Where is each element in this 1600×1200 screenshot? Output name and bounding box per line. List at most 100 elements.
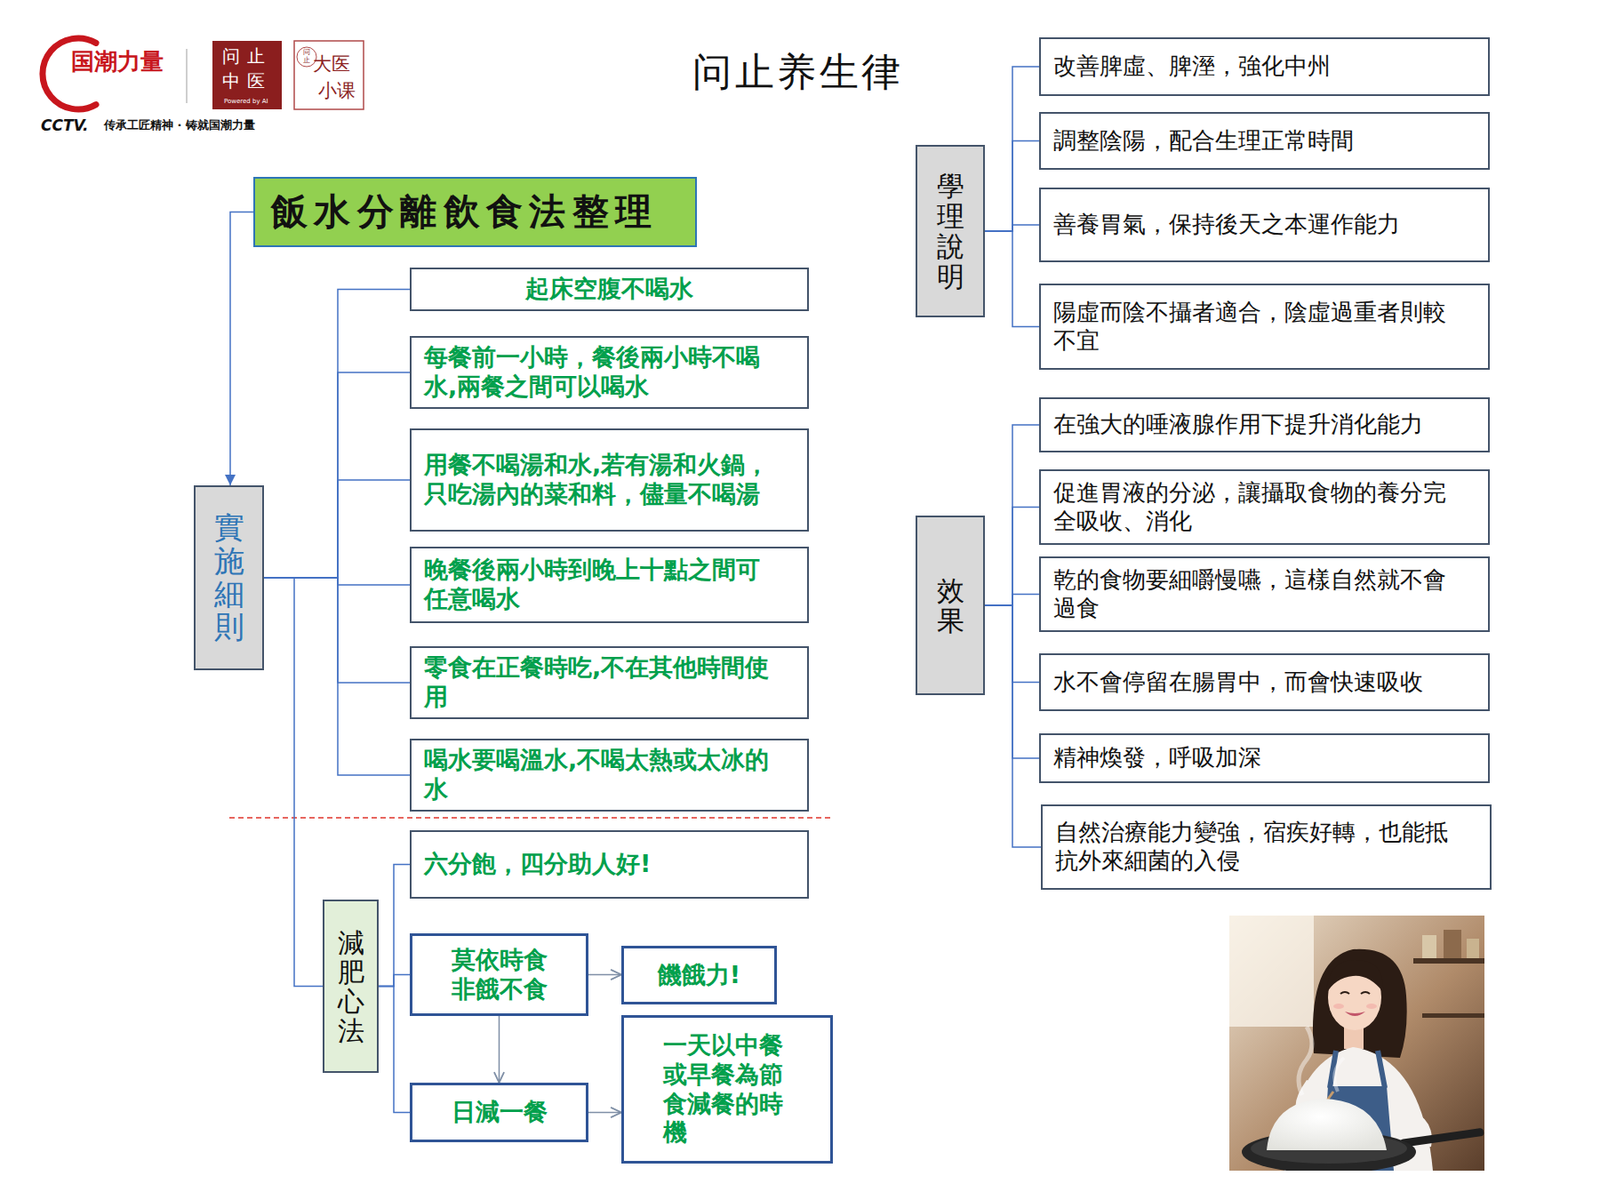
connector xyxy=(984,141,1040,232)
connector xyxy=(264,480,410,578)
photo-hair xyxy=(1312,949,1408,1058)
item-box: 起床空腹不喝水 xyxy=(409,267,809,312)
logo-box xyxy=(294,40,364,110)
logo-text: 中医 xyxy=(222,71,272,92)
node-text: 善養胃氣，保持後天之本運作能力 xyxy=(1053,210,1476,240)
item-box: 饑餓力! xyxy=(621,945,777,1005)
logo-text: 传承工匠精神 · 铸就国潮力量 xyxy=(104,119,256,133)
item-box: 改善脾虛、脾溼，強化中州 xyxy=(1039,37,1490,96)
node-text: 實施細則 xyxy=(214,511,245,645)
item-box: 在強大的唾液腺作用下提升消化能力 xyxy=(1039,397,1490,453)
connector xyxy=(984,594,1040,607)
photo-background xyxy=(1229,915,1485,1171)
connector xyxy=(588,974,622,976)
category-box: 實施細則 xyxy=(193,485,264,671)
node-text: 減肥心法 xyxy=(337,928,365,1046)
node-text: 零食在正餐時吃,不在其他時間使 用 xyxy=(424,653,795,712)
item-box: 用餐不喝湯和水,若有湯和火鍋， 只吃湯內的菜和料，儘量不喝湯 xyxy=(409,428,809,532)
connector xyxy=(264,577,410,683)
node-text: 改善脾虛、脾溼，強化中州 xyxy=(1053,52,1476,81)
connector xyxy=(230,212,254,487)
connector xyxy=(984,605,1041,848)
item-box: 水不會停留在腸胃中，而會快速吸收 xyxy=(1039,653,1490,712)
connector xyxy=(264,372,410,578)
node-text: 水不會停留在腸胃中，而會快速吸收 xyxy=(1053,668,1476,697)
node-text: 調整陰陽，配合生理正常時間 xyxy=(1053,127,1476,156)
node-text: 自然治療能力變強，宿疾好轉，也能抵 抗外來細菌的入侵 xyxy=(1055,818,1478,875)
category-box: 減肥心法 xyxy=(322,899,379,1073)
photo-jar xyxy=(1422,935,1437,959)
connector xyxy=(498,1016,501,1083)
node-text: 陽虛而陰不攝者適合，陰虛過重者則較 不宜 xyxy=(1053,298,1476,355)
photo-jar xyxy=(1443,929,1462,959)
connector xyxy=(264,289,410,579)
item-box: 日減一餐 xyxy=(409,1082,589,1143)
node-text: 每餐前一小時，餐後兩小時不喝 水,兩餐之間可以喝水 xyxy=(424,343,795,402)
item-box: 促進胃液的分泌，讓攝取食物的養分完 全吸收、消化 xyxy=(1039,469,1490,545)
connector xyxy=(264,577,323,987)
logo-graphics xyxy=(42,38,364,110)
item-box: 零食在正餐時吃,不在其他時間使 用 xyxy=(409,646,809,720)
photo-steam xyxy=(1334,1057,1344,1092)
logo-text: 大医 xyxy=(312,53,351,75)
node-text: 用餐不喝湯和水,若有湯和火鍋， 只吃湯內的菜和料，儘量不喝湯 xyxy=(424,450,795,510)
item-box: 莫依時食 非餓不食 xyxy=(409,933,589,1016)
connector xyxy=(378,975,410,987)
category-box: 學理說明 xyxy=(915,144,985,318)
node-text: 飯水分離飲食法整理 xyxy=(271,187,680,237)
photo-steam xyxy=(1298,1026,1312,1096)
photo-shelf xyxy=(1422,1013,1485,1018)
heading-box: 飯水分離飲食法整理 xyxy=(253,176,697,248)
photo-window xyxy=(1229,915,1314,1027)
item-box: 陽虛而陰不攝者適合，陰虛過重者則較 不宜 xyxy=(1039,283,1490,370)
photo-blush xyxy=(1366,1003,1377,1009)
node-text: 乾的食物要細嚼慢嚥，這樣自然就不會 過食 xyxy=(1053,566,1476,623)
photo-rice xyxy=(1266,1098,1387,1151)
logo-text: 问止 xyxy=(222,46,272,67)
node-text: 在強大的唾液腺作用下提升消化能力 xyxy=(1053,410,1476,440)
photo-bangs xyxy=(1326,960,1384,994)
photo-eye xyxy=(1340,992,1350,994)
node-text: 一天以中餐 或早餐為節 食減餐的時 機 xyxy=(663,1031,792,1149)
node-text: 莫依時食 非餓不食 xyxy=(439,945,560,1005)
photo-pan-handle xyxy=(1399,1128,1484,1148)
photo-smile xyxy=(1344,1011,1366,1016)
connector xyxy=(378,986,410,1113)
item-box: 精神煥發，呼吸加深 xyxy=(1039,733,1490,784)
connector xyxy=(264,577,410,776)
connector xyxy=(264,577,410,585)
diagram-title: 问止养生律 xyxy=(622,46,975,99)
connector xyxy=(984,424,1040,606)
node-text: 日減一餐 xyxy=(423,1097,576,1128)
section-divider xyxy=(229,816,832,819)
connector xyxy=(984,231,1040,328)
item-box: 晚餐後兩小時到晚上十點之間可 任意喝水 xyxy=(409,546,809,624)
item-box: 調整陰陽，配合生理正常時間 xyxy=(1039,112,1490,170)
photo-apron-strap xyxy=(1377,1050,1385,1088)
connector xyxy=(984,66,1040,232)
node-text: 學理說明 xyxy=(936,170,965,292)
connector xyxy=(378,864,410,987)
item-box: 乾的食物要細嚼慢嚥，這樣自然就不會 過食 xyxy=(1039,556,1490,632)
logo-text: 小课 xyxy=(318,80,356,102)
item-box: 善養胃氣，保持後天之本運作能力 xyxy=(1039,187,1490,263)
logo-text: Powered by AI xyxy=(224,97,269,105)
node-text: 促進胃液的分泌，讓攝取食物的養分完 全吸收、消化 xyxy=(1053,479,1476,536)
logo-text: 问止 xyxy=(303,48,311,65)
node-text: 精神煥發，呼吸加深 xyxy=(1053,744,1476,773)
photo-illustration xyxy=(1229,915,1485,1171)
item-box: 每餐前一小時，餐後兩小時不喝 水,兩餐之間可以喝水 xyxy=(409,336,809,409)
item-box: 一天以中餐 或早餐為節 食減餐的時 機 xyxy=(621,1015,833,1164)
logo-text: 国潮力量 xyxy=(71,48,164,76)
logo-box xyxy=(212,40,282,110)
photo-eye xyxy=(1360,992,1370,994)
item-box: 喝水要喝溫水,不喝太熱或太冰的 水 xyxy=(409,738,809,812)
connector xyxy=(984,224,1040,232)
node-text: 起床空腹不喝水 xyxy=(424,274,795,304)
logo-divider xyxy=(185,48,188,104)
node-text: 饑餓力! xyxy=(634,960,764,991)
connector xyxy=(984,507,1040,607)
photo-jar xyxy=(1466,938,1480,959)
connector xyxy=(588,1112,622,1114)
